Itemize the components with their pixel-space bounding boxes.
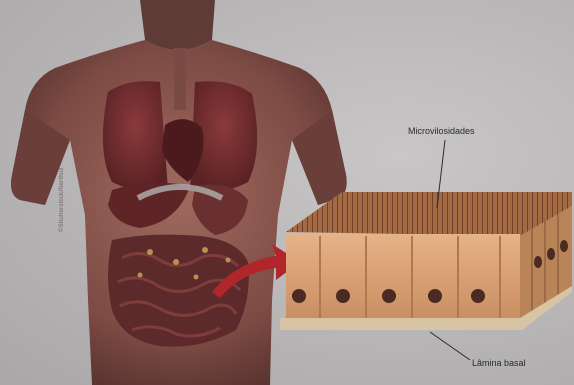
image-credit: ©Shutterstock/Nerthuz: [59, 167, 65, 232]
internal-organs: [103, 48, 257, 347]
neck: [140, 0, 215, 50]
front-face: [286, 234, 520, 318]
left-lung: [103, 81, 168, 192]
lamina-leader: [430, 332, 470, 360]
basal-lamina-label: Lâmina basal: [472, 358, 526, 368]
microvilli-label: Microvilosidades: [408, 126, 475, 136]
trachea: [174, 48, 186, 110]
